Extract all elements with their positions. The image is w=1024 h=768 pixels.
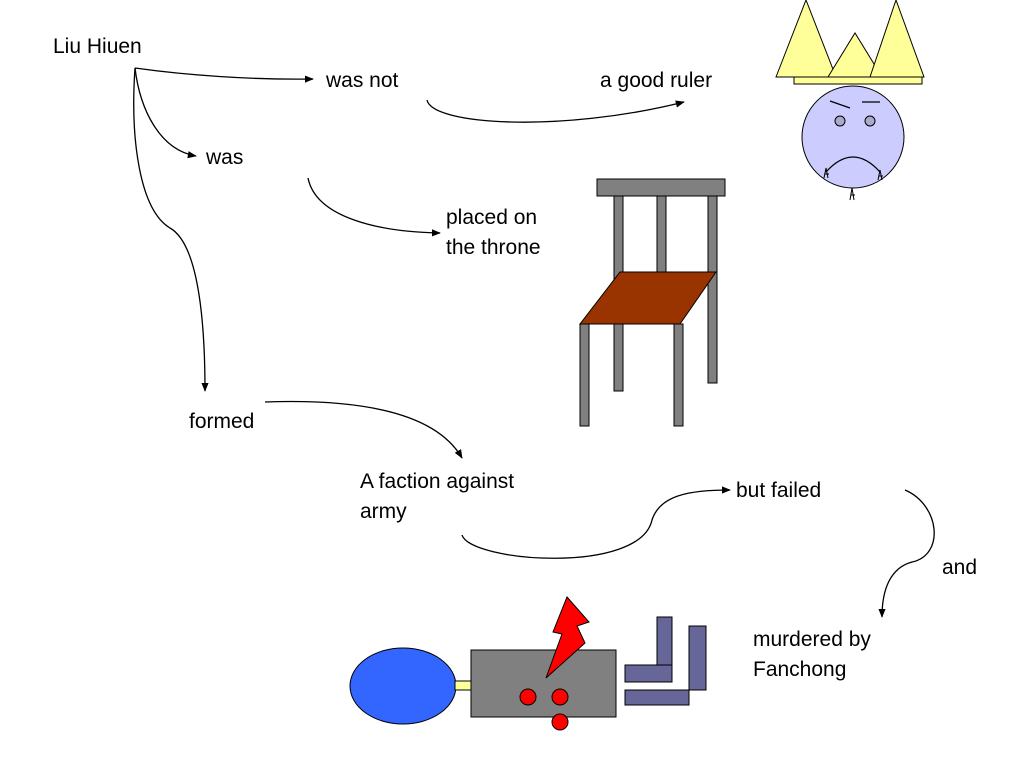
right-eye [864,115,876,127]
tear-left [823,167,829,179]
arrow-to-throne [307,177,441,237]
label-was-not: was not [326,69,399,92]
chair-front-leg-left [579,323,590,427]
label-murdered: murdered by Fanchong [753,625,871,685]
arrow-to-murdered [878,489,935,618]
bracket-2-vertical [688,625,707,691]
arrow-to-but-failed [461,486,731,559]
red-dot-2 [551,688,569,706]
arrow-to-was-not [134,67,314,83]
chair-front-leg-right [673,323,684,427]
label-faction-line2: army [360,500,407,523]
tear-right [877,169,883,181]
label-faction: A faction against army [360,467,514,527]
red-dot-3 [551,713,569,731]
arrow-to-good-ruler [426,99,685,123]
label-was: was [206,146,244,169]
label-subject: Liu Hiuen [53,35,142,58]
label-placed-on-line1: placed on [446,206,538,229]
label-placed-on-throne: placed on the throne [446,203,541,263]
tear-bottom [849,187,855,201]
label-placed-on-line2: the throne [446,236,541,259]
chair-seat [578,271,717,325]
left-eye [834,115,846,127]
label-but-failed: but failed [736,479,822,502]
label-good-ruler: a good ruler [600,69,713,92]
label-formed: formed [189,410,255,433]
face [801,85,905,189]
bracket-2-horizontal [624,689,690,706]
lightning-icon [545,596,590,679]
crown-spike-left [775,0,837,78]
crown-spike-right [869,0,925,78]
blue-balloon [349,647,457,725]
chair-top-rail [596,178,726,197]
frown [825,156,881,173]
bracket-1-horizontal [624,664,673,683]
arrow-to-faction [264,400,463,459]
balloon-machine-icon [349,596,707,731]
crown-spike-middle [827,32,883,78]
label-and: and [942,556,978,579]
grey-box [470,649,617,718]
crowned-sad-face-icon [775,0,925,201]
label-murdered-line1: murdered by [753,628,871,651]
label-murdered-line2: Fanchong [753,658,847,681]
chair-icon [578,178,726,427]
arrow-to-was [134,67,197,159]
chair-back-post-right [707,195,718,384]
label-faction-line1: A faction against [360,470,515,493]
red-dot-1 [519,688,537,706]
arrow-to-formed [133,67,209,392]
chair-back-post-middle [656,195,667,277]
connectors [133,67,935,618]
